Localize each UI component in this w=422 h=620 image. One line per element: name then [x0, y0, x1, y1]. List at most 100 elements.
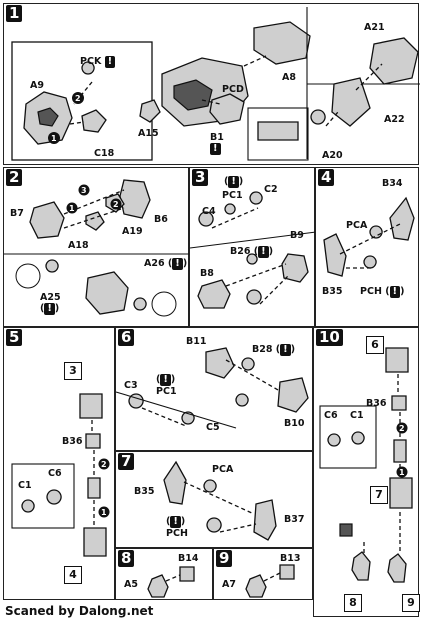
part-b14 [179, 566, 195, 582]
label-a20: A20 [322, 150, 343, 161]
part-b10 [277, 377, 309, 413]
label-b35: B35 [322, 286, 343, 297]
part-c6 [46, 489, 62, 505]
step-number: 6 [118, 329, 135, 346]
label-a9: A9 [30, 80, 44, 91]
part-head-round [85, 271, 129, 315]
scan-credit: Scaned by Dalong.net [5, 604, 154, 618]
part-a26 [133, 297, 147, 311]
box-step-6: 6 [366, 336, 384, 354]
part-b8 [197, 279, 231, 309]
step-4-drawing [323, 196, 415, 277]
step-number: 4 [318, 169, 335, 186]
part-b9 [281, 253, 309, 283]
label-pc1: PC1 [222, 190, 243, 201]
part-pcd [209, 93, 245, 125]
part-pch [363, 255, 377, 269]
part-a21 [369, 37, 419, 85]
label-b13: B13 [280, 553, 301, 564]
step-10-panel: 10 2 1 6 B36 C6 C1 7 8 9 [313, 327, 420, 617]
label-b9: B9 [290, 230, 304, 241]
step-5-panel: 5 2 1 3 B36 C6 C1 4 [3, 327, 115, 600]
part-box3 [79, 393, 103, 419]
label-b26: B26 (!) [230, 246, 274, 258]
part-b35 [323, 233, 347, 277]
label-a22: A22 [384, 114, 405, 125]
label-b35: B35 [134, 486, 155, 497]
part-b26 [246, 253, 258, 265]
part-c4 [198, 211, 214, 227]
part-c18 [81, 109, 107, 133]
part-b35 [163, 460, 187, 505]
svg-text:2: 2 [113, 200, 119, 209]
part-box6 [385, 347, 409, 373]
label-b1: B1! [210, 132, 224, 155]
label-b7: B7 [10, 208, 24, 219]
label-a7: A7 [222, 579, 236, 590]
step-10-drawing: 2 1 [319, 347, 413, 583]
step-number: 1 [6, 5, 23, 22]
label-b14: B14 [178, 553, 199, 564]
part-b13 [279, 564, 295, 580]
step-3-drawing [189, 191, 317, 309]
mark-x [339, 523, 353, 537]
label-c4: C4 [202, 206, 216, 217]
svg-text:1: 1 [69, 204, 75, 213]
label-a15: A15 [138, 128, 159, 139]
svg-text:3: 3 [81, 186, 87, 195]
part-b28 [241, 357, 255, 371]
label-warn-pc1: (!) [224, 176, 244, 188]
part-box4 [83, 527, 107, 557]
label-c1: C1 [18, 480, 32, 491]
step-number: 7 [118, 453, 135, 470]
svg-text:2: 2 [101, 460, 107, 469]
part-b7 [29, 201, 65, 239]
step-number: 9 [216, 550, 233, 567]
box-step-8: 8 [344, 594, 362, 612]
part-a5 [147, 574, 169, 598]
part-mid6 [235, 393, 249, 407]
step-number: 3 [192, 169, 209, 186]
label-a5: A5 [124, 579, 138, 590]
part-mid [246, 289, 262, 305]
part-a15 [139, 99, 161, 123]
label-a21: A21 [364, 22, 385, 33]
step-8-drawing [147, 566, 195, 598]
step-number: 10 [316, 329, 343, 346]
step-number: 2 [6, 169, 23, 186]
label-pck: PCK ! [80, 56, 116, 68]
svg-text:2: 2 [399, 424, 405, 433]
part-face-detail [37, 107, 59, 127]
step-7-drawing [163, 460, 277, 541]
label-b8: B8 [200, 268, 214, 279]
step-1-panel: 1 2 1 PCK ! A9 C18 A15 PCD A8 B1! A21 A2… [3, 3, 420, 165]
part-pck [81, 61, 95, 75]
label-c18: C18 [94, 148, 115, 159]
part-leg-right [387, 553, 407, 583]
part-a8 [253, 21, 311, 65]
label-pch: (!)PCH [166, 516, 188, 539]
part-c6 [327, 433, 341, 447]
box-step-3: 3 [64, 362, 82, 380]
part-b6 [119, 179, 151, 219]
label-c2: C2 [264, 184, 278, 195]
step-6-drawing [115, 347, 309, 429]
step-2-drawing: 3 2 1 [4, 179, 190, 317]
part-a18 [85, 211, 105, 231]
part-pca [203, 479, 217, 493]
svg-text:1: 1 [101, 508, 107, 517]
part-pc1 [224, 203, 236, 215]
label-a19: A19 [122, 226, 143, 237]
step-4-panel: 4 B34 PCA B35 PCH (!) [315, 167, 419, 327]
part-joint [87, 477, 101, 499]
step-3-panel: 3 (!) PC1 C2 C4 B9 B26 (!) B8 [189, 167, 317, 327]
svg-text:1: 1 [51, 134, 57, 143]
part-joint [393, 439, 407, 463]
step-number: 5 [6, 329, 23, 346]
label-a26: A26 (!) [144, 258, 188, 270]
step-number: 8 [118, 550, 135, 567]
label-b10: B10 [284, 418, 305, 429]
label-b36: B36 [62, 436, 83, 447]
step-8-panel: 8 B14 A5 [115, 548, 213, 600]
label-c6: C6 [48, 468, 62, 479]
